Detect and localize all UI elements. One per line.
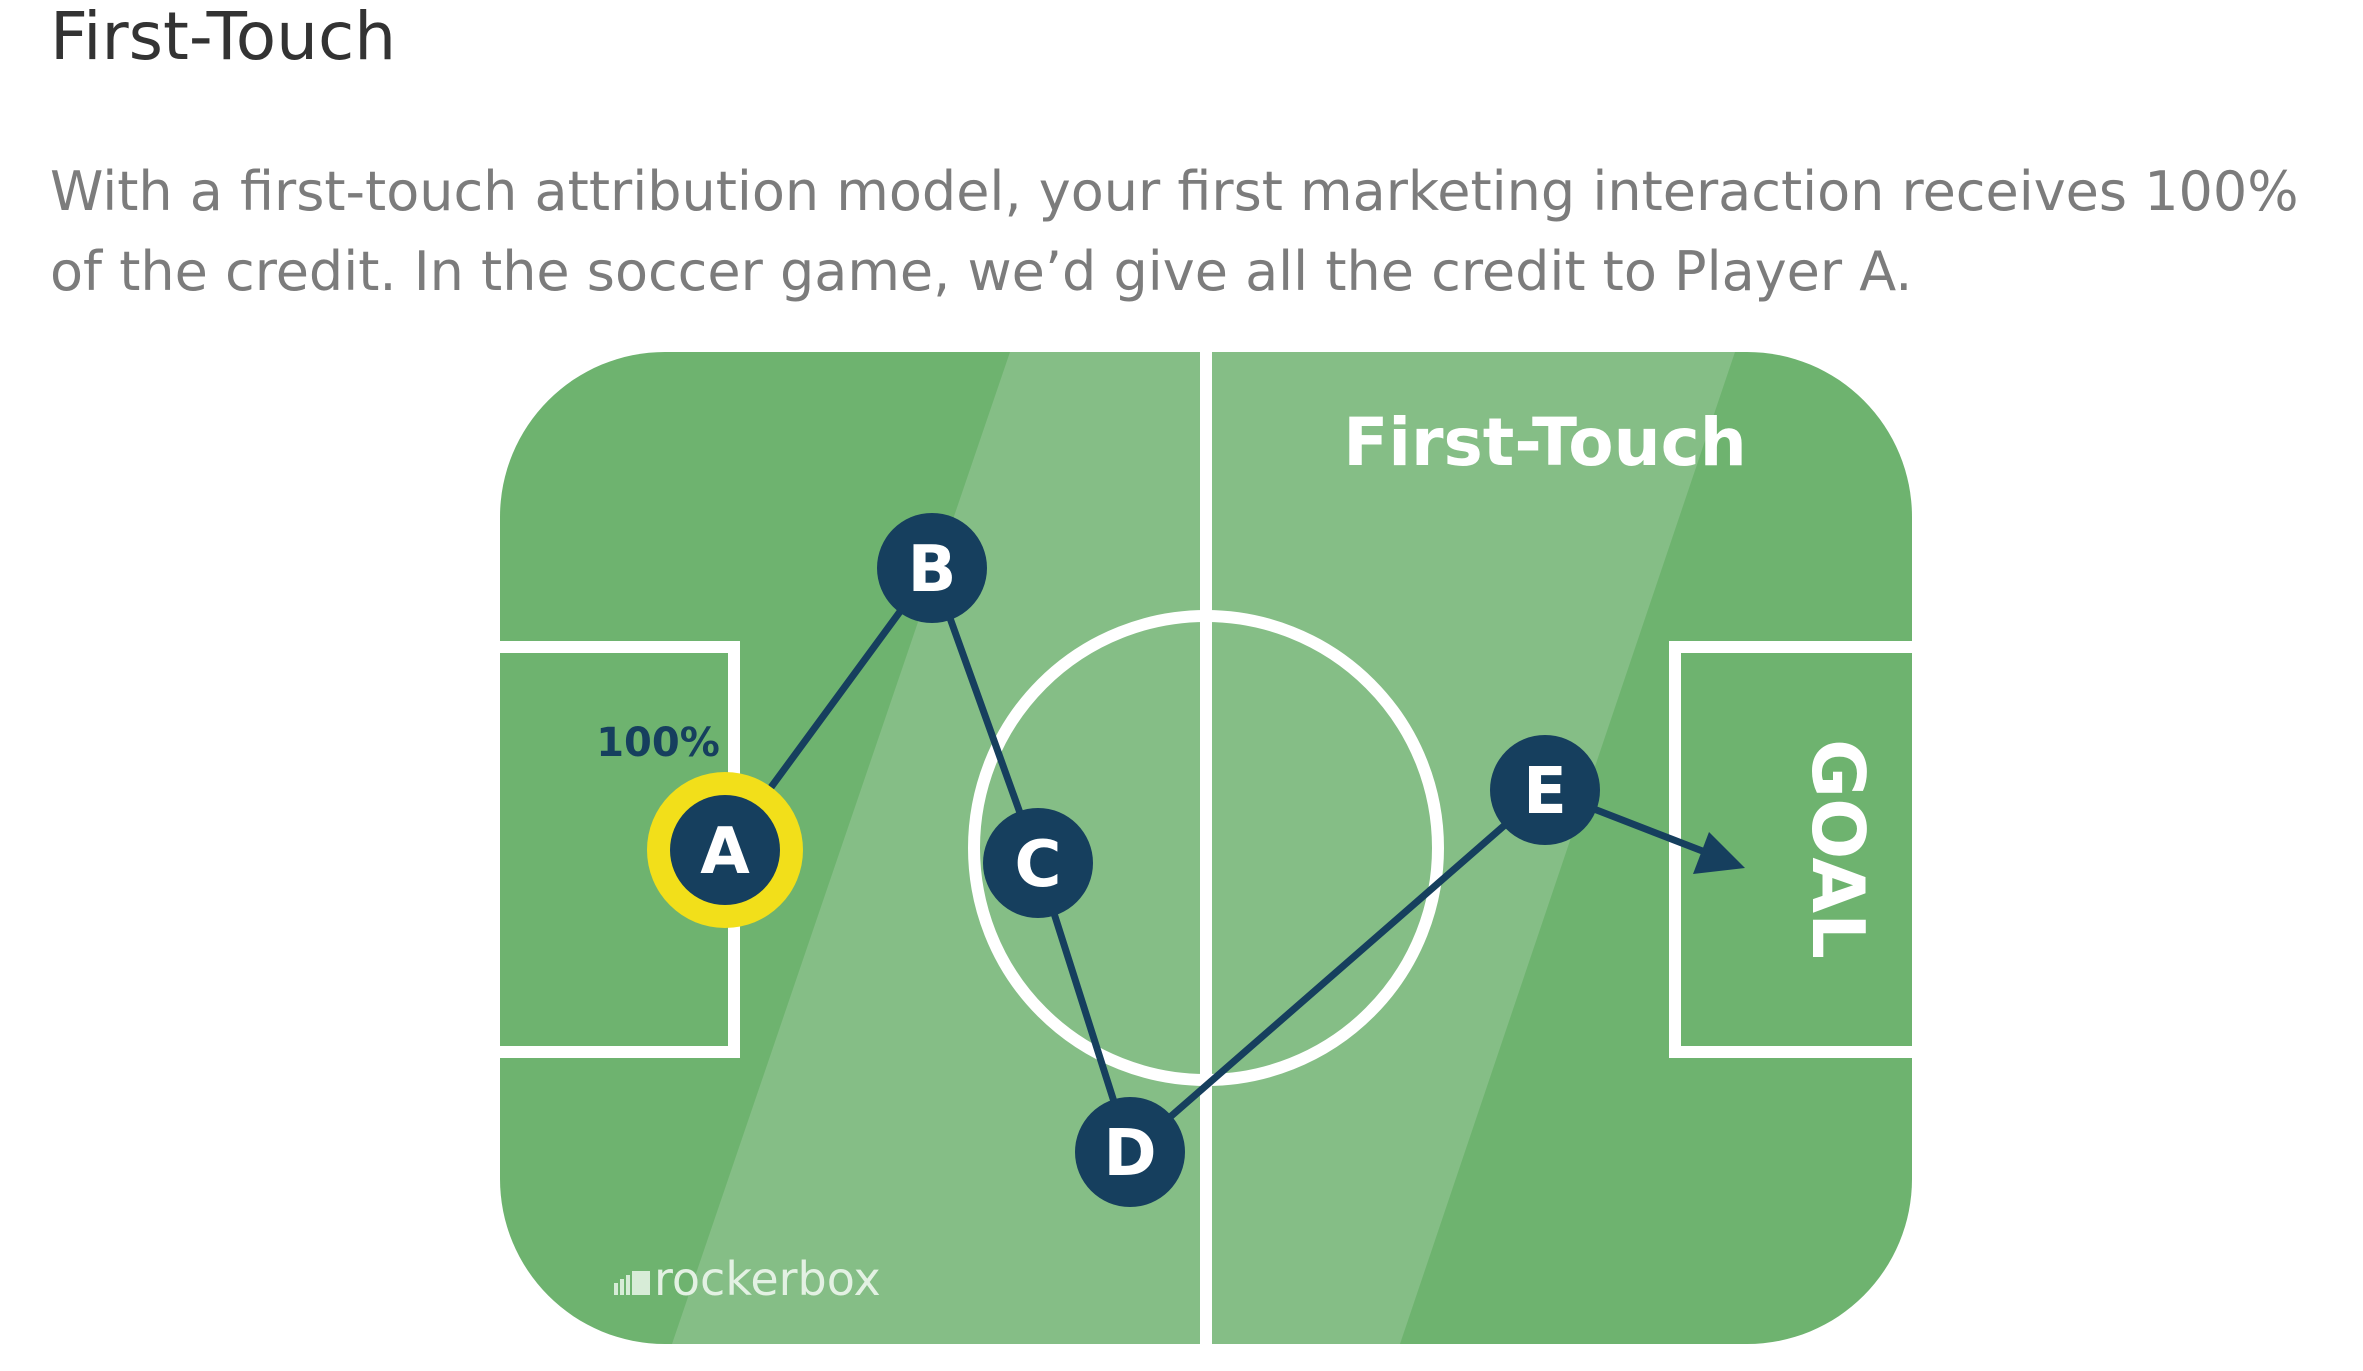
player-a-label: A (700, 815, 750, 889)
player-c-marker (983, 808, 1093, 918)
player-d: D (1075, 1097, 1185, 1207)
player-d-label: D (1103, 1117, 1156, 1191)
pitch-title: First-Touch (1343, 404, 1746, 481)
player-a: A (647, 772, 803, 928)
arrow-head (1693, 832, 1745, 874)
player-c-label: C (1015, 828, 1062, 902)
player-b-marker (877, 513, 987, 623)
brand-logo: rockerbox (614, 1252, 881, 1306)
pass-line-d-e (1126, 786, 1549, 1156)
right-penalty-box (1669, 641, 1912, 1058)
brand-name: rockerbox (654, 1252, 881, 1306)
center-circle (968, 610, 1444, 1086)
player-d-marker (1075, 1097, 1185, 1207)
player-e-marker (1490, 735, 1600, 845)
intro-paragraph: With a first-touch attribution model, yo… (50, 160, 2299, 303)
player-b-label: B (908, 533, 957, 607)
credit-percentage-label: 100% (596, 720, 720, 766)
player-b: B (877, 513, 987, 623)
player-e: E (1490, 735, 1600, 845)
player-c: C (983, 808, 1093, 918)
goal-label: GOAL (1796, 739, 1880, 959)
player-a-marker (670, 795, 780, 905)
brand-bars-icon (614, 1271, 650, 1295)
player-e-label: E (1523, 755, 1567, 829)
page-title: First-Touch (50, 0, 397, 75)
